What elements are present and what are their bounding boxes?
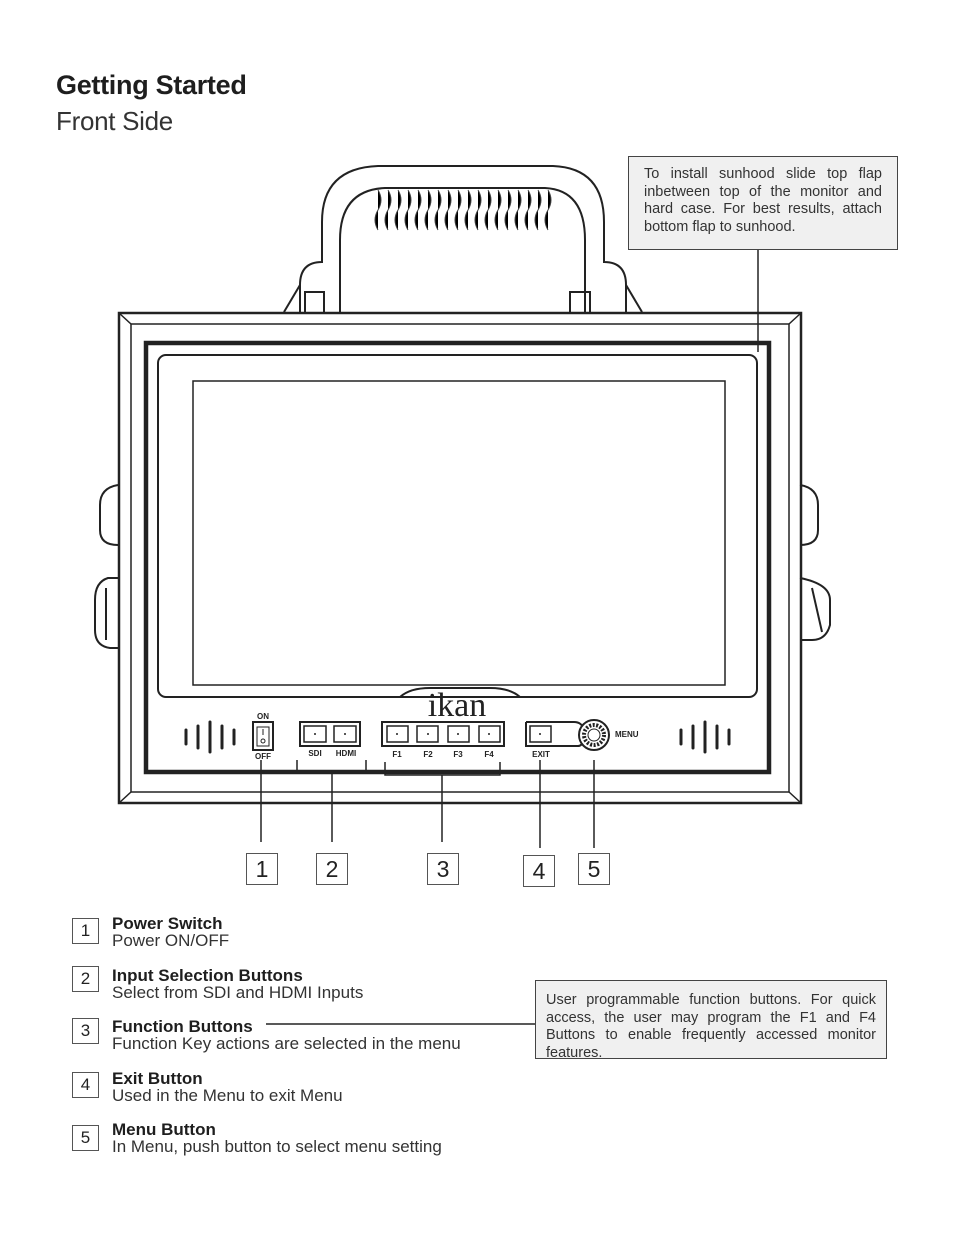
carry-handle [283,165,643,313]
brand-logo: ikan [428,687,487,724]
legend-num-3: 3 [72,1018,99,1044]
legend-desc-function: Function Key actions are selected in the… [112,1034,461,1053]
legend-title-exit: Exit Button [112,1069,203,1088]
marker-2: 2 [316,853,348,885]
legend-title-input: Input Selection Buttons [112,966,303,985]
legend-desc-menu: In Menu, push button to select menu sett… [112,1137,442,1156]
page-subtitle: Front Side [56,106,173,136]
legend-title-power: Power Switch [112,914,223,933]
legend-num-4: 4 [72,1072,99,1098]
sdi-label: SDI [308,749,321,758]
legend-num-5: 5 [72,1125,99,1151]
legend-desc-power: Power ON/OFF [112,931,230,950]
f3-label: F3 [453,750,463,759]
marker-3: 3 [427,853,459,885]
switch-on-label: ON [257,712,269,721]
case-frame [117,311,803,805]
page-title: Getting Started [56,70,247,100]
menu-label: MENU [615,730,639,739]
legend-desc-input: Select from SDI and HDMI Inputs [112,983,364,1002]
switch-off-label: OFF [255,752,271,761]
legend-title-function: Function Buttons [112,1017,253,1036]
function-callout: User programmable function buttons. For … [535,980,887,1061]
menu-knob[interactable] [578,719,610,751]
speaker-grille-left [184,720,236,754]
marker-5: 5 [578,853,610,885]
legend-title-menu: Menu Button [112,1120,216,1139]
sunhood-callout: To install sunhood slide top flap inbetw… [628,156,898,250]
legend-num-1: 1 [72,918,99,944]
brand-badge [399,687,521,698]
f2-label: F2 [423,750,433,759]
f4-label: F4 [484,750,494,759]
handle-grip [374,189,552,231]
speaker-grille-right [679,720,731,754]
marker-4: 4 [523,855,555,887]
exit-label: EXIT [532,750,550,759]
side-latches [94,484,831,649]
leader-lines [260,250,759,1025]
legend-desc-exit: Used in the Menu to exit Menu [112,1086,343,1105]
marker-1: 1 [246,853,278,885]
f1-label: F1 [392,750,402,759]
hdmi-label: HDMI [336,749,356,758]
power-switch[interactable] [252,721,274,751]
legend-num-2: 2 [72,966,99,992]
